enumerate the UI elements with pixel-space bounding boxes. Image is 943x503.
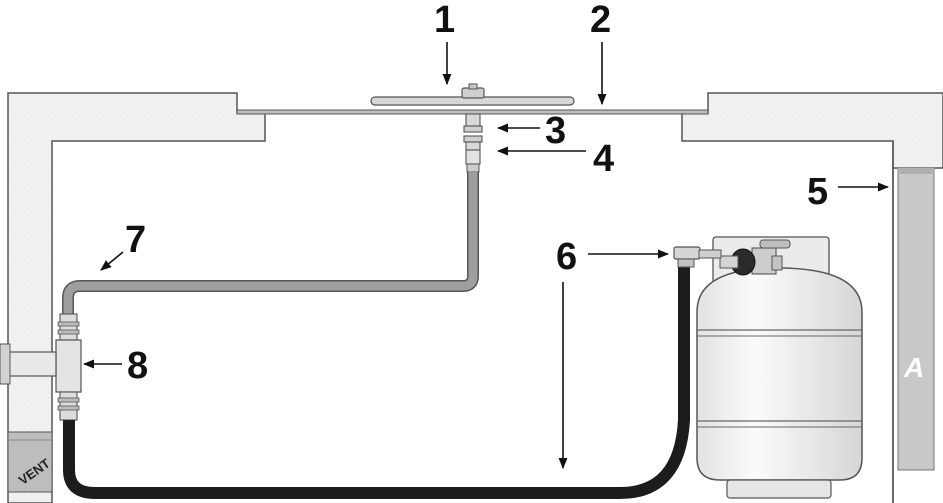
callout-3: 3: [545, 110, 566, 152]
callout-2: 2: [590, 0, 611, 41]
callout-4: 4: [593, 138, 614, 180]
regulator-fitting: [673, 246, 722, 268]
gas-line-fill: [63, 172, 478, 314]
vent: VENT: [7, 431, 53, 493]
callout-6: 6: [556, 236, 577, 278]
callout-1: 1: [434, 0, 455, 41]
callout-5: 5: [807, 171, 828, 213]
tank-foot-ring: [726, 479, 832, 499]
burner-fittings: [463, 113, 483, 173]
callout-8: 8: [127, 345, 148, 387]
hose: [63, 265, 690, 499]
panel-letter: A: [903, 352, 924, 383]
callout-arrows: [82, 42, 890, 470]
callout-labels: 1 2 3 4 5 6 7 8: [125, 0, 828, 387]
propane-tank: [696, 236, 863, 499]
callout-7: 7: [125, 219, 146, 261]
burner: [370, 83, 575, 106]
tee-fitting: [0, 313, 82, 421]
top-plate: [236, 109, 709, 115]
arrow-7: [100, 251, 124, 271]
tank-body: [696, 267, 863, 481]
access-panel: A: [897, 167, 935, 471]
